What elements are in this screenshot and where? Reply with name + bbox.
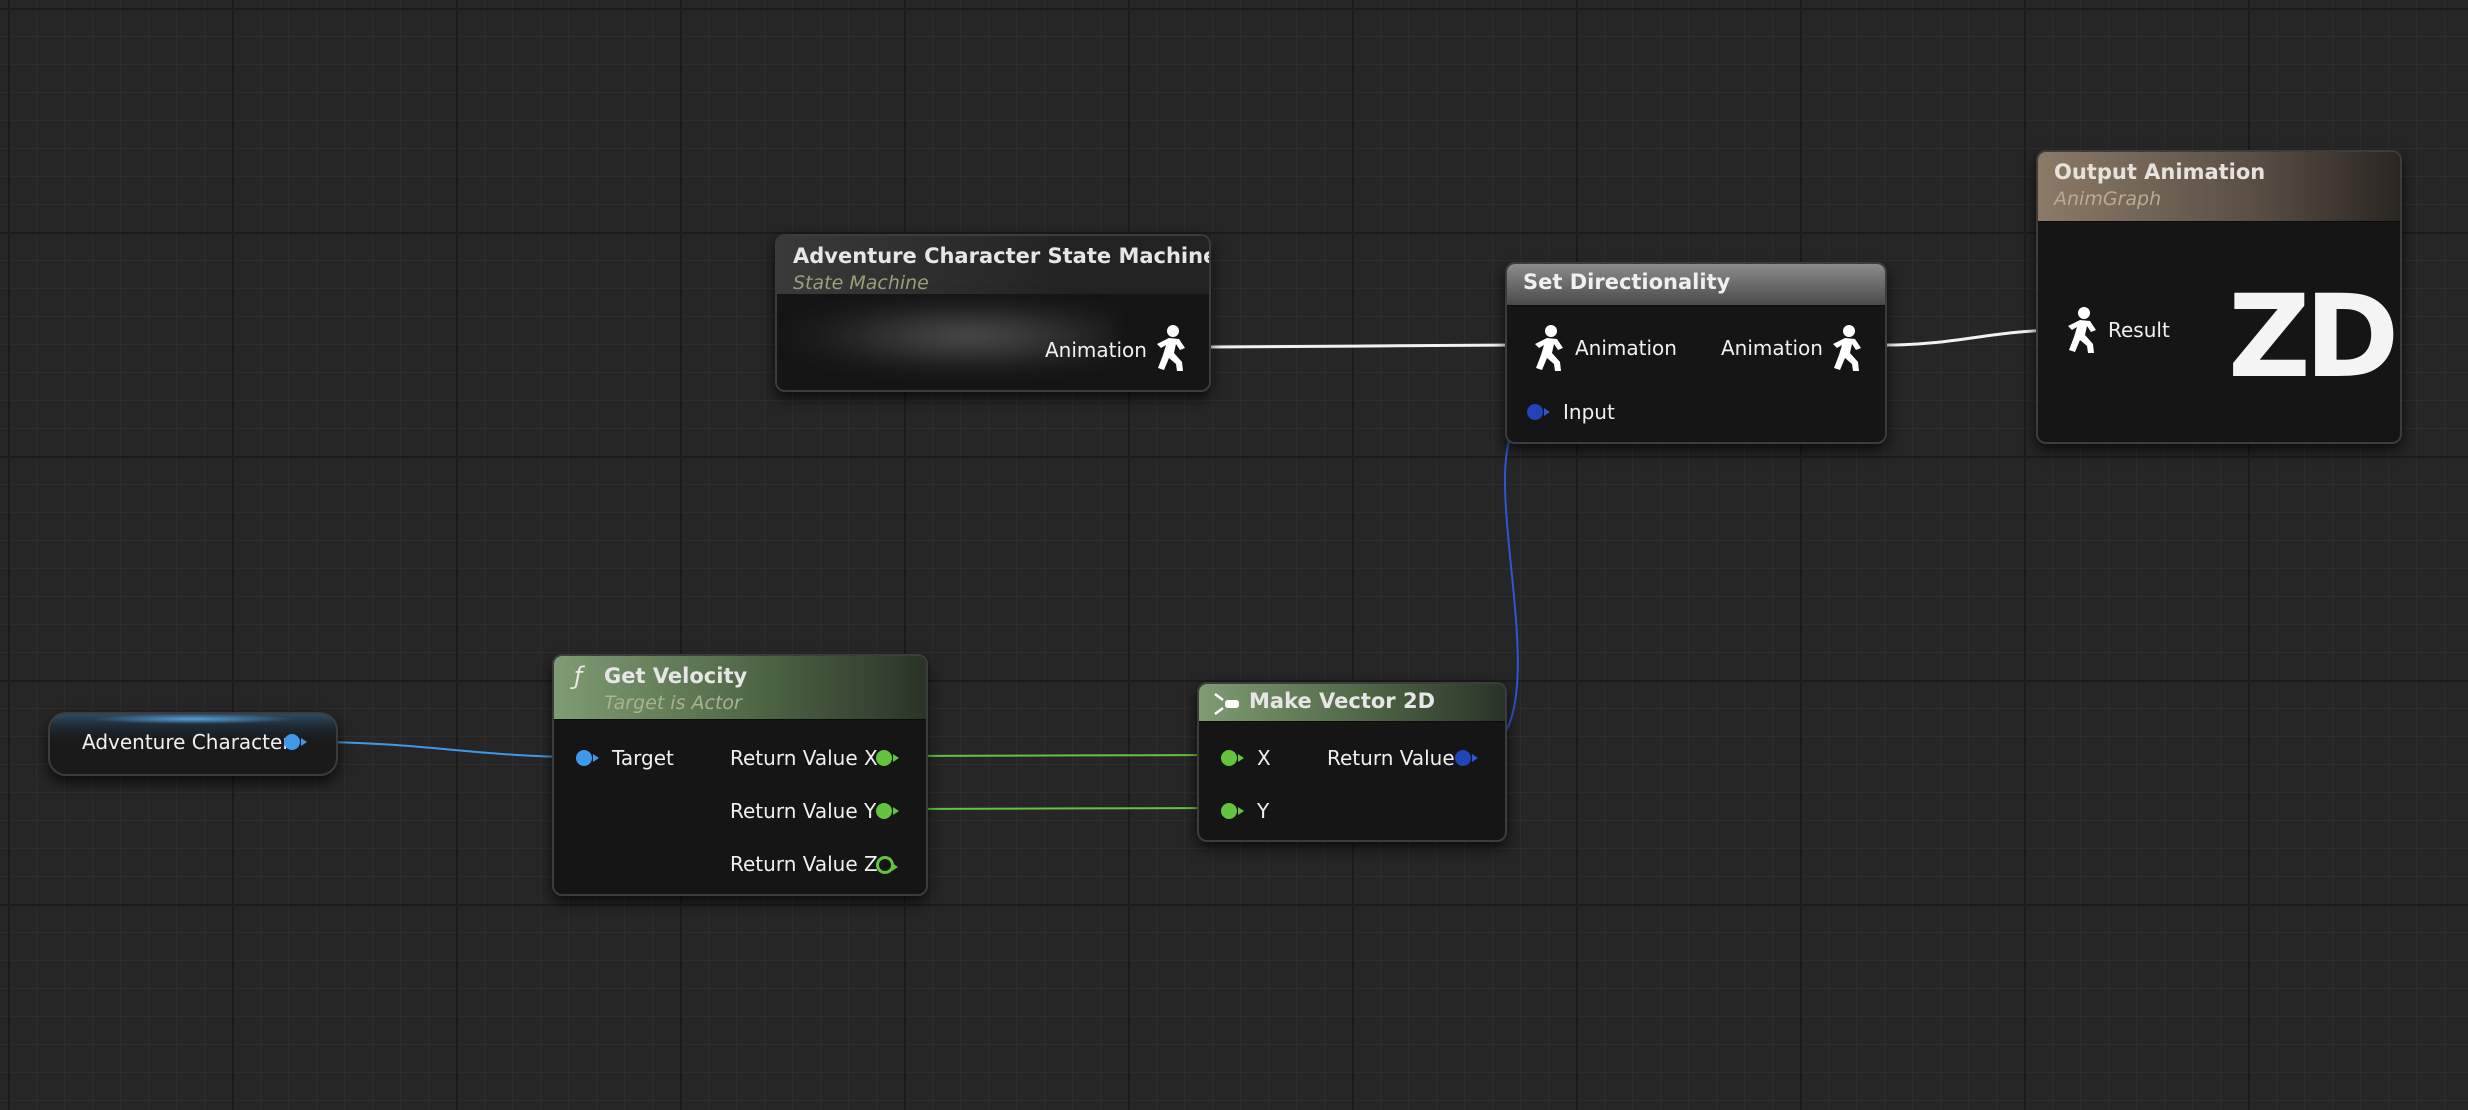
return-value-pin[interactable] [1455,750,1478,766]
object-output-pin[interactable] [284,734,307,750]
make-vector-2d-node[interactable]: Make Vector 2D X Return Value Y [1197,682,1507,842]
make-struct-icon [1214,693,1239,715]
animation-output-label: Animation [1045,338,1147,362]
result-label: Result [2108,318,2170,342]
node-header: Output Animation AnimGraph [2038,152,2400,222]
output-animation-node[interactable]: Output Animation AnimGraph Result ZD [2036,150,2402,444]
state-machine-preview [787,296,1117,376]
node-header: Make Vector 2D [1199,684,1505,722]
node-subtitle: Target is Actor [604,692,742,714]
node-subtitle: State Machine [793,272,929,294]
running-figure-icon[interactable] [1825,324,1869,372]
running-figure-icon[interactable] [1527,324,1571,372]
x-input-pin[interactable] [1221,750,1244,766]
x-label: X [1257,746,1271,770]
set-directionality-node[interactable]: Set Directionality Animation Animation I… [1505,262,1887,444]
return-x-pin[interactable] [876,750,899,766]
wire-animation-1 [1209,343,1516,349]
node-title: Set Directionality [1523,270,1731,294]
input-pin[interactable] [1527,404,1550,420]
node-subtitle: AnimGraph [2054,188,2162,210]
state-machine-node[interactable]: Adventure Character State Machine State … [775,234,1211,392]
function-icon: ƒ [574,662,583,690]
y-label: Y [1257,799,1270,823]
node-title: Make Vector 2D [1249,689,1435,713]
return-z-label: Return Value Z [730,852,878,876]
animation-output-label: Animation [1721,336,1823,360]
wire-object-target [309,741,583,758]
variable-label: Adventure Character [82,730,291,754]
adventure-character-node[interactable]: Adventure Character [48,712,338,776]
node-header: Set Directionality [1507,264,1885,306]
get-velocity-node[interactable]: ƒ Get Velocity Target is Actor Target Re… [552,654,928,896]
return-z-pin[interactable] [876,856,898,874]
running-figure-icon[interactable] [2060,306,2104,354]
node-glow [90,714,296,724]
target-input-pin[interactable] [576,750,599,766]
node-header: Adventure Character State Machine State … [777,236,1209,294]
input-label: Input [1563,400,1615,424]
node-title: Output Animation [2054,160,2266,184]
target-label: Target [612,746,674,770]
node-title: Adventure Character State Machine [793,244,1211,268]
wire-float-x [897,754,1226,757]
wire-float-y [897,807,1226,810]
return-y-pin[interactable] [876,803,899,819]
running-figure-icon[interactable] [1149,324,1193,372]
zd-logo: ZD [2228,270,2399,403]
return-x-label: Return Value X [730,746,878,770]
animation-input-label: Animation [1575,336,1677,360]
node-title: Get Velocity [604,664,748,688]
node-header: ƒ Get Velocity Target is Actor [554,656,926,720]
return-value-label: Return Value [1327,746,1455,770]
return-y-label: Return Value Y [730,799,877,823]
y-input-pin[interactable] [1221,803,1244,819]
